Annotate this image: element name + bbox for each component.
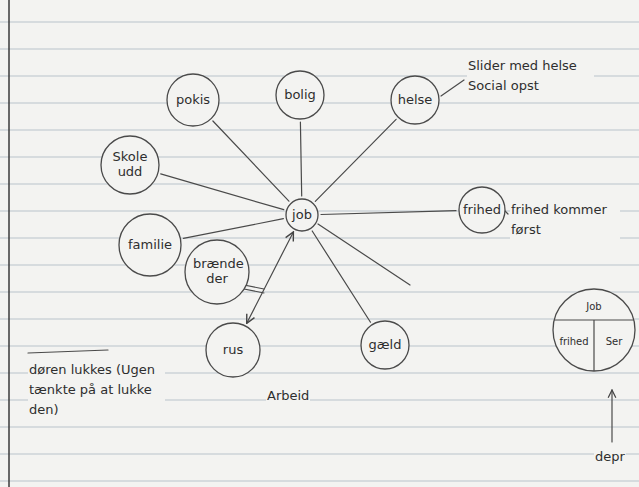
node-label: gæld (369, 338, 402, 353)
node-label: frihed (463, 203, 501, 218)
slice-label: Ser (606, 337, 623, 347)
health-node: helse (390, 75, 440, 125)
intoxication-node: rus (205, 322, 261, 378)
circle-outline (552, 288, 636, 372)
money-node: pokis (166, 73, 220, 127)
node-label: brænde der (193, 257, 241, 287)
node-label: helse (398, 93, 433, 108)
handwritten-note: frihed kommer først (510, 200, 620, 240)
housing-node: bolig (275, 70, 325, 120)
family-node: familie (118, 213, 182, 277)
burnout-node: brænde der (184, 239, 250, 305)
node-label: bolig (284, 88, 316, 103)
connector-line (312, 231, 370, 322)
connector-line (213, 121, 289, 201)
slice-label: frihed (559, 337, 588, 347)
handwritten-note: Arbeid (266, 386, 310, 406)
freedom-node: frihed (458, 186, 506, 234)
debt-node: gæld (360, 320, 410, 370)
connector-line (161, 174, 284, 210)
node-label: rus (223, 343, 243, 358)
handwritten-note: døren lukkes (Ugen tænkte på at lukke de… (28, 360, 165, 420)
slice-label: Job (586, 302, 601, 312)
node-label: Skole udd (108, 150, 152, 180)
center-node: job (285, 198, 319, 232)
connector-line (315, 119, 396, 201)
node-label: familie (128, 238, 172, 253)
connector-line (300, 122, 301, 196)
connector-line (247, 232, 294, 323)
node-label: job (292, 208, 312, 223)
node-label: pokis (176, 93, 210, 108)
handwritten-note: depr (594, 447, 626, 467)
school-node: Skole udd (100, 135, 160, 195)
connector-line (321, 211, 456, 215)
connector-line (183, 219, 283, 239)
handwritten-note: Slider med helse Social opst (467, 56, 594, 96)
pie-chart: Job frihed Ser (552, 288, 636, 372)
